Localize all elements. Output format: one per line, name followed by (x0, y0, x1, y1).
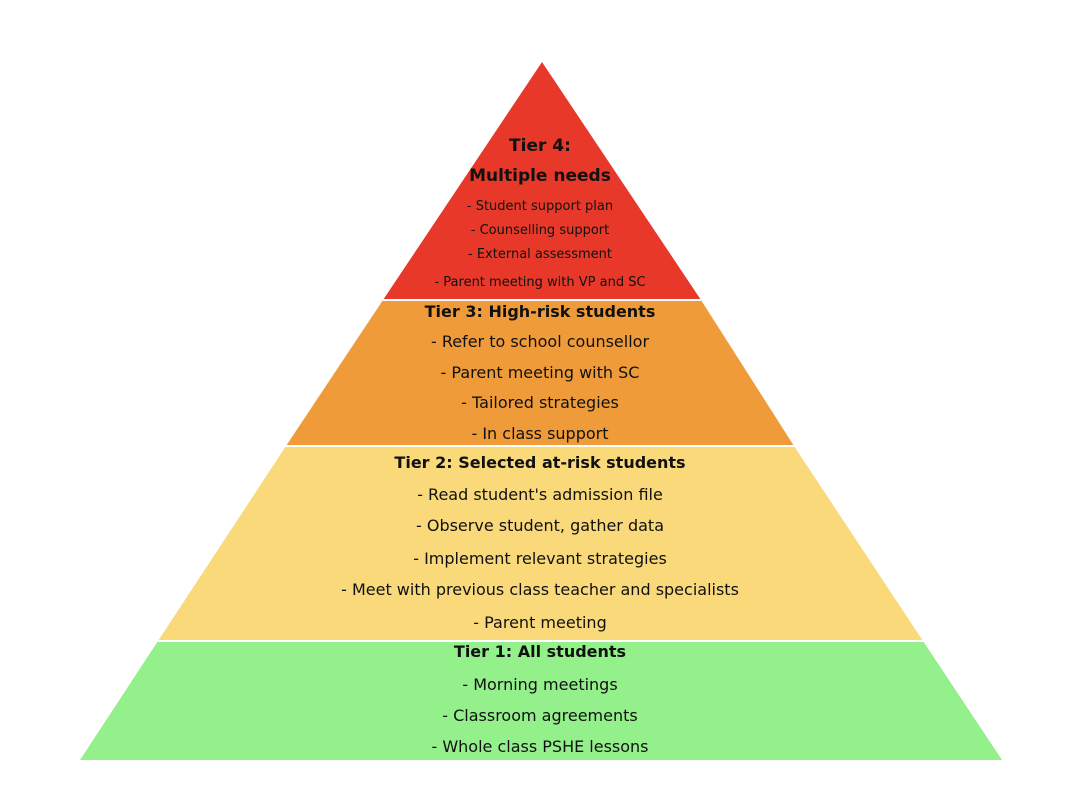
tier-2-title: Tier 2: Selected at-risk students (394, 453, 686, 472)
tier-1-title: Tier 1: All students (453, 642, 627, 661)
tier-3-title: Tier 3: High-risk students (424, 302, 656, 321)
tier-2-item: - Meet with previous class teacher and s… (341, 580, 739, 599)
tier-2-item: - Read student's admission file (417, 485, 663, 504)
tier-4-item: - Counselling support (470, 223, 610, 238)
tier-3-item: - Parent meeting with SC (440, 363, 640, 382)
tier-3-band (286, 300, 794, 446)
tier-4-item: - Student support plan (466, 199, 614, 214)
tier-2-item: - Parent meeting (473, 613, 607, 632)
tier-1-item: - Classroom agreements (442, 706, 638, 725)
tier-3-item: - Refer to school counsellor (430, 332, 650, 351)
tier-2-band (158, 446, 923, 641)
tier-4-item: - External assessment (468, 247, 612, 262)
tier-4-item: - Parent meeting with VP and SC (434, 275, 646, 290)
tier-2-item: - Implement relevant strategies (413, 549, 667, 568)
tier-1-item: - Morning meetings (462, 675, 618, 694)
tier-4-title: Multiple needs (469, 166, 611, 186)
tier-4-label: Tier 4: (509, 136, 571, 156)
tier-3-item: - Tailored strategies (461, 393, 619, 412)
tier-4-band (383, 62, 701, 300)
tier-1-band (80, 641, 1002, 760)
tier-3-item: - In class support (471, 424, 609, 443)
tier-1-item: - Whole class PSHE lessons (431, 737, 649, 756)
tier-2-item: - Observe student, gather data (415, 516, 665, 535)
